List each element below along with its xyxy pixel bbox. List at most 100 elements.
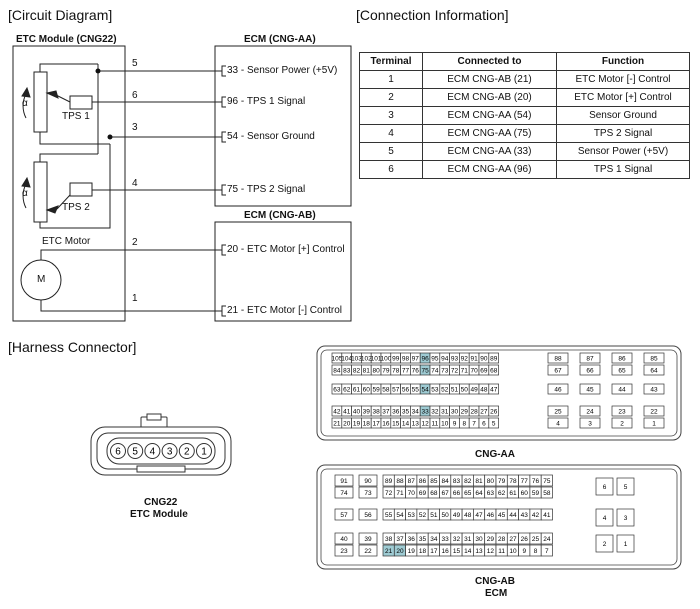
pin-number: 29 — [487, 536, 495, 543]
pin-number: 15 — [392, 420, 400, 427]
pin-number: 84 — [442, 478, 450, 485]
pin-number: 74 — [431, 367, 439, 374]
pin-65 — [611, 364, 633, 376]
pin-number: 85 — [430, 478, 438, 485]
cng22-pin-number: 1 — [201, 447, 207, 458]
pin-number: 90 — [364, 478, 372, 485]
pin-number: 64 — [650, 367, 658, 374]
tps1-label: TPS 1 — [62, 111, 90, 122]
pin-number: 91 — [470, 355, 478, 362]
pin-number: 49 — [453, 512, 461, 519]
pin-number: 25 — [554, 408, 562, 415]
pin-number: 6 — [482, 420, 486, 427]
circuit-diagram — [12, 45, 352, 322]
connection-info-title: [Connection Information] — [356, 7, 509, 23]
pin-91 — [334, 474, 354, 487]
pin-number: 25 — [532, 536, 540, 543]
pin-number: 83 — [343, 367, 351, 374]
pin-number: 40 — [340, 536, 348, 543]
pin-number: 30 — [475, 536, 483, 543]
pin-number: 85 — [650, 355, 658, 362]
pin-23 — [611, 405, 633, 417]
pin-number: 37 — [382, 408, 390, 415]
pin-number: 11 — [498, 548, 505, 555]
pin-number: 38 — [372, 408, 380, 415]
pin-number: 22 — [364, 548, 372, 555]
pin-number: 62 — [498, 490, 506, 497]
pin-number: 89 — [385, 478, 393, 485]
ecm-ab-label: ECM (CNG-AB) — [244, 210, 316, 221]
pin-number: 23 — [618, 408, 626, 415]
pin-number: 93 — [451, 355, 459, 362]
pin-number: 29 — [461, 408, 469, 415]
terminal-cell: 6 — [359, 160, 423, 179]
pin-41 — [540, 508, 553, 521]
pin-number: 5 — [492, 420, 496, 427]
pin-number: 52 — [419, 512, 427, 519]
etc-motor-label: ETC Motor — [42, 236, 91, 247]
pin-number: 57 — [392, 386, 400, 393]
pin-number: 27 — [509, 536, 517, 543]
harness-connector-title: [Harness Connector] — [8, 339, 137, 355]
pin-number: 87 — [586, 355, 594, 362]
pin-56 — [358, 508, 378, 521]
wire-1 — [40, 300, 222, 312]
pin-number: 44 — [618, 386, 626, 393]
pin-number: 80 — [372, 367, 380, 374]
circuit-diagram-title: [Circuit Diagram] — [8, 7, 113, 23]
pin-number: 51 — [451, 386, 459, 393]
pin-number: 16 — [382, 420, 390, 427]
pin-number: 7 — [545, 548, 549, 555]
motor-symbol: M — [37, 274, 46, 285]
pin-number: 81 — [475, 478, 483, 485]
wire-label-1: 1 — [132, 293, 138, 304]
ecm-pin-33: 33 - Sensor Power (+5V) — [227, 65, 338, 76]
pin-number: 38 — [385, 536, 393, 543]
pin-number: 45 — [586, 386, 594, 393]
pin-number: 99 — [392, 355, 400, 362]
pin-43 — [643, 383, 665, 395]
pin-number: 59 — [532, 490, 540, 497]
pin-number: 77 — [402, 367, 410, 374]
pin-number: 32 — [453, 536, 461, 543]
tps2-resistor — [33, 161, 48, 223]
pin-number: 50 — [442, 512, 450, 519]
pin-number: 86 — [618, 355, 626, 362]
pin-number: 2 — [620, 420, 624, 427]
pin-25 — [547, 405, 569, 417]
pin-73 — [358, 486, 378, 499]
pin-number: 31 — [464, 536, 472, 543]
pin-number: 96 — [421, 355, 429, 362]
pin-47 — [488, 383, 499, 395]
pin-1 — [643, 417, 665, 429]
pin-number: 9 — [453, 420, 457, 427]
pin-22 — [358, 544, 378, 557]
pin-number: 7 — [472, 420, 476, 427]
pin-66 — [579, 364, 601, 376]
pin-74 — [334, 486, 354, 499]
pin-number: 14 — [402, 420, 410, 427]
pin-64 — [643, 364, 665, 376]
header-connected-to: Connected to — [422, 52, 557, 71]
tps2-alpha: α — [22, 188, 28, 199]
pin-number: 71 — [461, 367, 469, 374]
ecm-ab-box — [214, 221, 352, 322]
pin-number: 17 — [430, 548, 438, 555]
pin-number: 36 — [408, 536, 416, 543]
pin-number: 19 — [353, 420, 361, 427]
pin-3 — [579, 417, 601, 429]
connected-to-cell: ECM CNG-AB (21) — [422, 70, 557, 89]
pin-number: 13 — [475, 548, 483, 555]
pin-number: 47 — [490, 386, 498, 393]
connected-to-cell: ECM CNG-AB (20) — [422, 88, 557, 107]
wire-label-2: 2 — [132, 237, 138, 248]
terminal-cell: 3 — [359, 106, 423, 125]
pin-number: 11 — [432, 420, 439, 427]
pin-number: 32 — [431, 408, 439, 415]
wire-label-6: 6 — [132, 90, 138, 101]
pin-58 — [540, 486, 553, 499]
pin-number: 50 — [461, 386, 469, 393]
pin-number: 58 — [382, 386, 390, 393]
